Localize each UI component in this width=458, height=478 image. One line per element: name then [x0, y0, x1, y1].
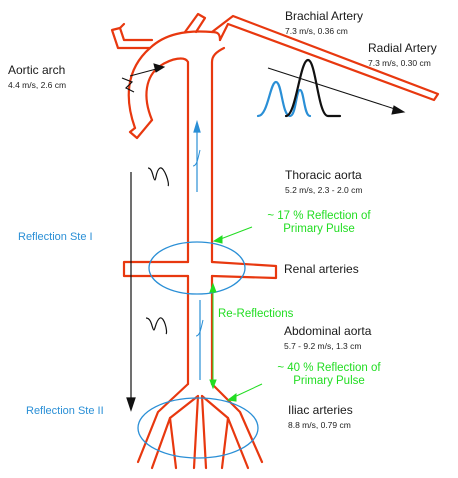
brachial-flow-arrowhead: [392, 106, 404, 114]
renal-artery-left: [124, 262, 188, 276]
iliac-mid-left: [194, 396, 198, 468]
reflection-17-pointer: [218, 227, 252, 240]
reflection-17-label: ~ 17 % Reflection of Primary Pulse: [256, 210, 382, 236]
forward-wave-arrowhead: [127, 398, 135, 410]
iliac-arteries-velocity: 8.8 m/s, 0.79 cm: [288, 421, 351, 431]
carotid-branch: [112, 28, 152, 48]
brachial-flow-arrow: [268, 68, 398, 110]
aortic-arch-label: Aortic arch: [8, 64, 65, 78]
iliac-arteries-label: Iliac arteries: [288, 404, 353, 418]
reflection-40-pointer-head: [228, 394, 236, 401]
brachial-artery-label: Brachial Artery: [285, 10, 363, 24]
brachial-artery-velocity: 7.3 m/s, 0.36 cm: [285, 27, 348, 37]
thoracic-aorta-velocity: 5.2 m/s, 2.3 - 2.0 cm: [285, 186, 362, 196]
aortic-arch-inner-right: [212, 48, 224, 90]
iliac-inner-left-b: [170, 418, 176, 468]
reflection-site-1-label: Reflection Ste I: [18, 231, 93, 244]
abdominal-aorta-label: Abdominal aorta: [284, 325, 371, 339]
radial-artery-velocity: 7.3 m/s, 0.30 cm: [368, 59, 431, 69]
reflection-17-pointer-head: [214, 236, 222, 243]
aortic-arch-velocity: 4.4 m/s, 2.6 cm: [8, 81, 66, 91]
iliac-left-outer: [138, 384, 188, 462]
subclavian-branch: [185, 14, 205, 32]
reflection-site-1-ellipse: [149, 242, 245, 294]
radial-blue-pulse: [258, 82, 310, 116]
iliac-inner-right-b: [222, 418, 228, 468]
renal-arteries-label: Renal arteries: [284, 263, 359, 277]
rereflections-label: Re-Reflections: [218, 308, 293, 321]
aortic-arch-inner: [146, 59, 188, 120]
thoracic-aorta-label: Thoracic aorta: [285, 169, 362, 183]
abdominal-pulse-wave: [146, 318, 167, 334]
radial-artery-label: Radial Artery: [368, 42, 437, 56]
reflection-17-line1: ~ 17 % Reflection of: [256, 210, 382, 223]
reflection-40-line2: Primary Pulse: [266, 375, 392, 388]
reflection-40-label: ~ 40 % Reflection of Primary Pulse: [266, 362, 392, 388]
reflection-17-line2: Primary Pulse: [256, 223, 382, 236]
reflection-40-line1: ~ 40 % Reflection of: [266, 362, 392, 375]
thoracic-pulse-wave: [148, 168, 168, 186]
reflected-wave-arrowhead: [194, 122, 200, 132]
abdominal-aorta-velocity: 5.7 - 9.2 m/s, 1.3 cm: [284, 342, 361, 352]
aortic-arch-outer: [129, 32, 220, 128]
reflection-site-2-label: Reflection Ste II: [26, 405, 104, 418]
carotid-branch-2: [120, 24, 124, 28]
